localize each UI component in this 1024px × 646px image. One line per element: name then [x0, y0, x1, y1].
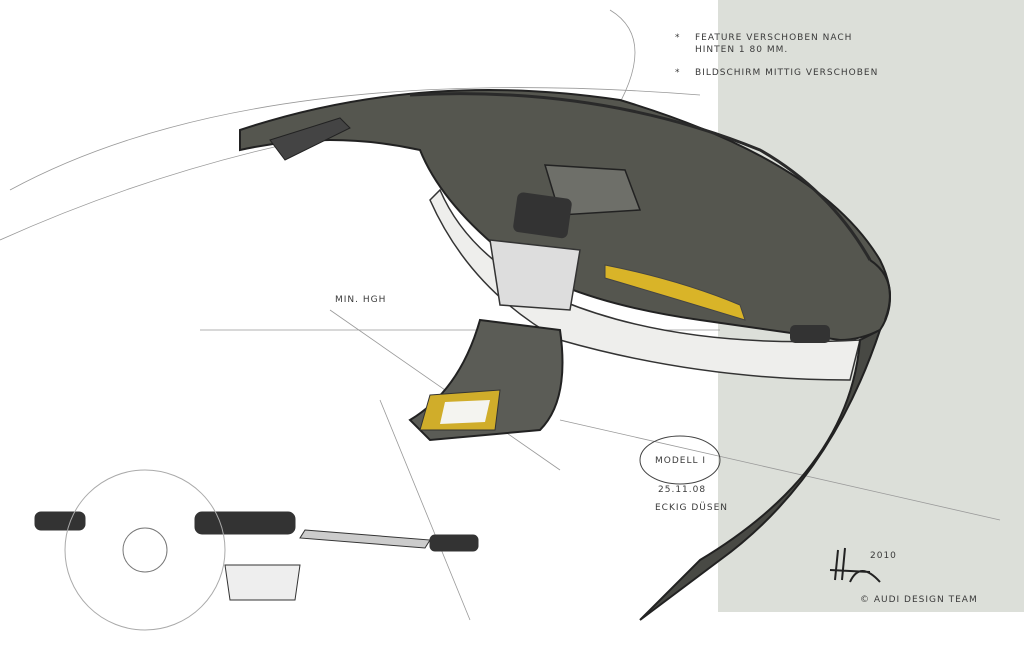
center-console [489, 239, 581, 311]
vents-note: ECKIG DÜSEN [655, 502, 728, 513]
vent-left [269, 117, 351, 161]
asterisk-icon: * [675, 68, 681, 78]
vent-center [513, 192, 572, 239]
model-label: MODELL I [655, 456, 706, 466]
note-1-line-1: FEATURE VERSCHOBEN NACH [695, 33, 852, 43]
model-circle [639, 435, 721, 485]
asterisk-icon: * [675, 33, 681, 43]
copyright-credit: © AUDI DESIGN TEAM [860, 595, 978, 605]
note-2: BILDSCHIRM MITTIG VERSCHOBEN [695, 68, 878, 78]
date-note: 25.11.08 [658, 485, 706, 495]
min-height-note: MIN. HGH [335, 295, 386, 305]
a-pillar [639, 328, 882, 621]
yellow-accent [604, 264, 746, 321]
vent-right [790, 325, 830, 343]
signature [829, 547, 881, 583]
signature-year: 2010 [870, 551, 897, 561]
detail-sketches [34, 469, 479, 631]
note-1-line-2: HINTEN 1 80 MM. [695, 45, 788, 55]
